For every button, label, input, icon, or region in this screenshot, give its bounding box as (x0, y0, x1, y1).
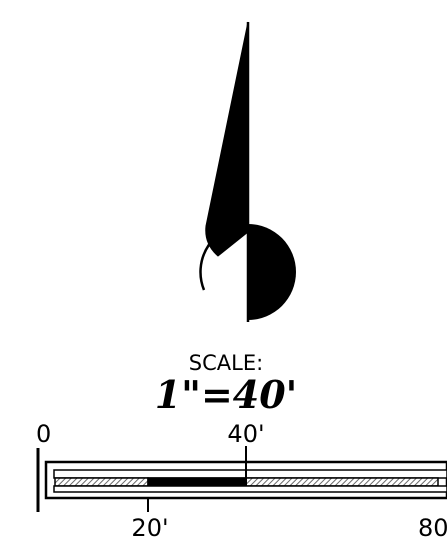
north-arrow-outline-arc (199, 222, 249, 291)
north-arrow-needle (205, 21, 249, 257)
scale-bar-band-lower (53, 485, 447, 493)
scale-label-80: 80 (418, 514, 447, 542)
scale-bar-band-upper (53, 469, 447, 479)
scale-bar-segment-1 (54, 477, 149, 487)
scale-label-20: 20' (131, 514, 168, 542)
scale-label-0: 0 (36, 420, 51, 448)
scale-ratio: 1"=40' (155, 372, 298, 417)
scale-heading: SCALE: (189, 351, 263, 375)
north-arrow-icon (199, 21, 296, 322)
scale-bar-segment-3 (245, 477, 439, 487)
scale-bar-segment-2 (147, 477, 247, 487)
north-arrow-half-circle (248, 224, 296, 320)
scale-bar: 0 40' 20' 80 (36, 420, 447, 542)
scale-label-40: 40' (227, 420, 264, 448)
